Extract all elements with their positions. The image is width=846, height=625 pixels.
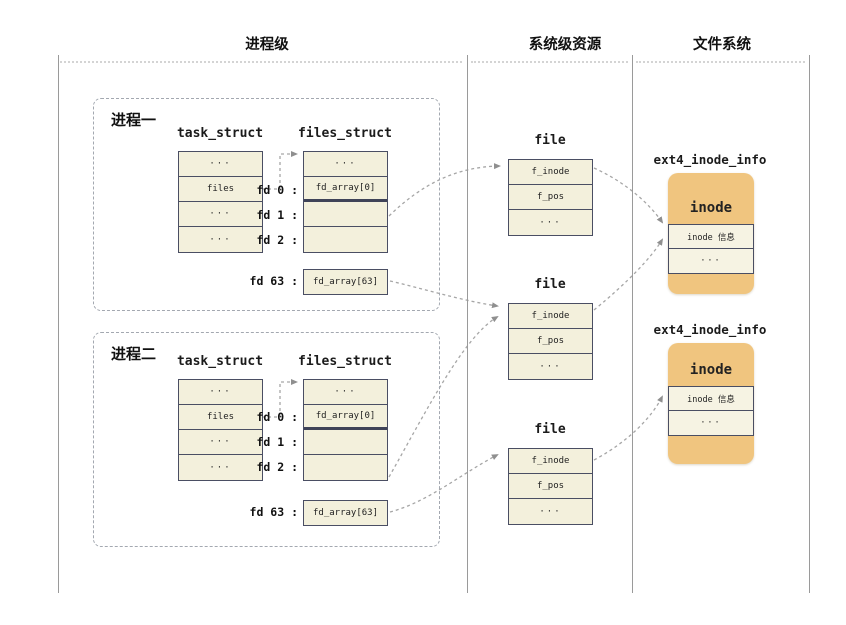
p2-fd1-label: fd 1 :	[256, 435, 298, 449]
p2-fd-array-0-cell: fd_array[0]	[304, 405, 387, 430]
p1-task-struct-title: task_struct	[176, 126, 264, 141]
p2-fd63-label: fd 63 :	[249, 505, 298, 519]
p1-files-cell: files	[179, 177, 262, 202]
inode1-ext4-title: ext4_inode_info	[653, 152, 767, 167]
p2-fd-array-63-cell: fd_array[63]	[303, 500, 388, 526]
inode1-info-cell: inode 信息	[669, 225, 753, 249]
file2-f-inode-cell: f_inode	[509, 304, 592, 329]
p1-fd2-label: fd 2 :	[256, 233, 298, 247]
p1-fd1-label: fd 1 :	[256, 208, 298, 222]
file3-table: f_inode f_pos ···	[508, 448, 593, 525]
table-row: ···	[179, 380, 262, 405]
arrow-file1-to-inode1	[593, 167, 664, 224]
table-row: ···	[304, 152, 387, 177]
process2-box	[93, 332, 440, 547]
table-row: ···	[179, 202, 262, 227]
p2-task-struct-title: task_struct	[176, 354, 264, 369]
column-title-system-resources: 系统级资源	[528, 37, 602, 53]
process1-label: 进程一	[111, 112, 157, 129]
column-line-process-system	[467, 55, 468, 593]
inode1-heading: inode	[689, 200, 733, 216]
table-row: ···	[700, 256, 722, 266]
p2-files-struct-table: ··· fd_array[0]	[303, 379, 388, 481]
p2-files-cell: files	[179, 405, 262, 430]
inode2-heading: inode	[689, 362, 733, 378]
p2-fd2-label: fd 2 :	[256, 460, 298, 474]
dotted-rule-system	[471, 61, 628, 63]
p1-fd0-label: fd 0 :	[256, 183, 298, 197]
file1-table: f_inode f_pos ···	[508, 159, 593, 236]
table-row: ···	[179, 152, 262, 177]
column-line-left	[58, 55, 59, 593]
dotted-rule-process	[60, 61, 462, 63]
file3-f-pos-cell: f_pos	[509, 474, 592, 499]
p2-fd0-label: fd 0 :	[256, 410, 298, 424]
file2-f-pos-cell: f_pos	[509, 329, 592, 354]
p1-task-struct-table: ··· files ··· ···	[178, 151, 263, 253]
inode2-info-cell: inode 信息	[669, 387, 753, 411]
column-line-right	[809, 55, 810, 593]
process2-label: 进程二	[111, 346, 157, 363]
file1-f-pos-cell: f_pos	[509, 185, 592, 210]
p2-task-struct-table: ··· files ··· ···	[178, 379, 263, 481]
inode2-table: inode 信息 ···	[668, 386, 754, 436]
table-row: ···	[539, 361, 562, 372]
column-line-system-fs	[632, 55, 633, 593]
p2-fd2-cell	[304, 455, 387, 480]
arrow-file2-to-inode1	[593, 238, 664, 311]
p1-fd2-cell	[304, 227, 387, 252]
file3-f-inode-cell: f_inode	[509, 449, 592, 474]
file2-table: f_inode f_pos ···	[508, 303, 593, 380]
file1-f-inode-cell: f_inode	[509, 160, 592, 185]
p1-fd1-cell	[304, 202, 387, 227]
process1-box	[93, 98, 440, 311]
table-row: ···	[539, 506, 562, 517]
table-row: ···	[304, 380, 387, 405]
p2-files-struct-title: files_struct	[298, 354, 392, 369]
p1-fd-array-63-cell: fd_array[63]	[303, 269, 388, 295]
file1-title: file	[534, 133, 566, 148]
table-row: ···	[700, 418, 722, 428]
p1-fd-array-0-cell: fd_array[0]	[304, 177, 387, 202]
p1-files-struct-title: files_struct	[298, 126, 392, 141]
inode1-table: inode 信息 ···	[668, 224, 754, 274]
table-row: ···	[539, 217, 562, 228]
p2-fd1-cell	[304, 430, 387, 455]
dotted-rule-fs	[636, 61, 805, 63]
table-row: ···	[209, 234, 232, 245]
table-row: ···	[179, 430, 262, 455]
p1-files-struct-table: ··· fd_array[0]	[303, 151, 388, 253]
file2-title: file	[534, 277, 566, 292]
column-title-process-level: 进程级	[245, 37, 289, 53]
column-title-filesystem: 文件系统	[693, 37, 751, 53]
p1-fd63-label: fd 63 :	[249, 274, 298, 288]
arrow-file3-to-inode2	[593, 395, 663, 461]
file3-title: file	[534, 422, 566, 437]
inode2-ext4-title: ext4_inode_info	[653, 322, 767, 337]
table-row: ···	[209, 462, 232, 473]
